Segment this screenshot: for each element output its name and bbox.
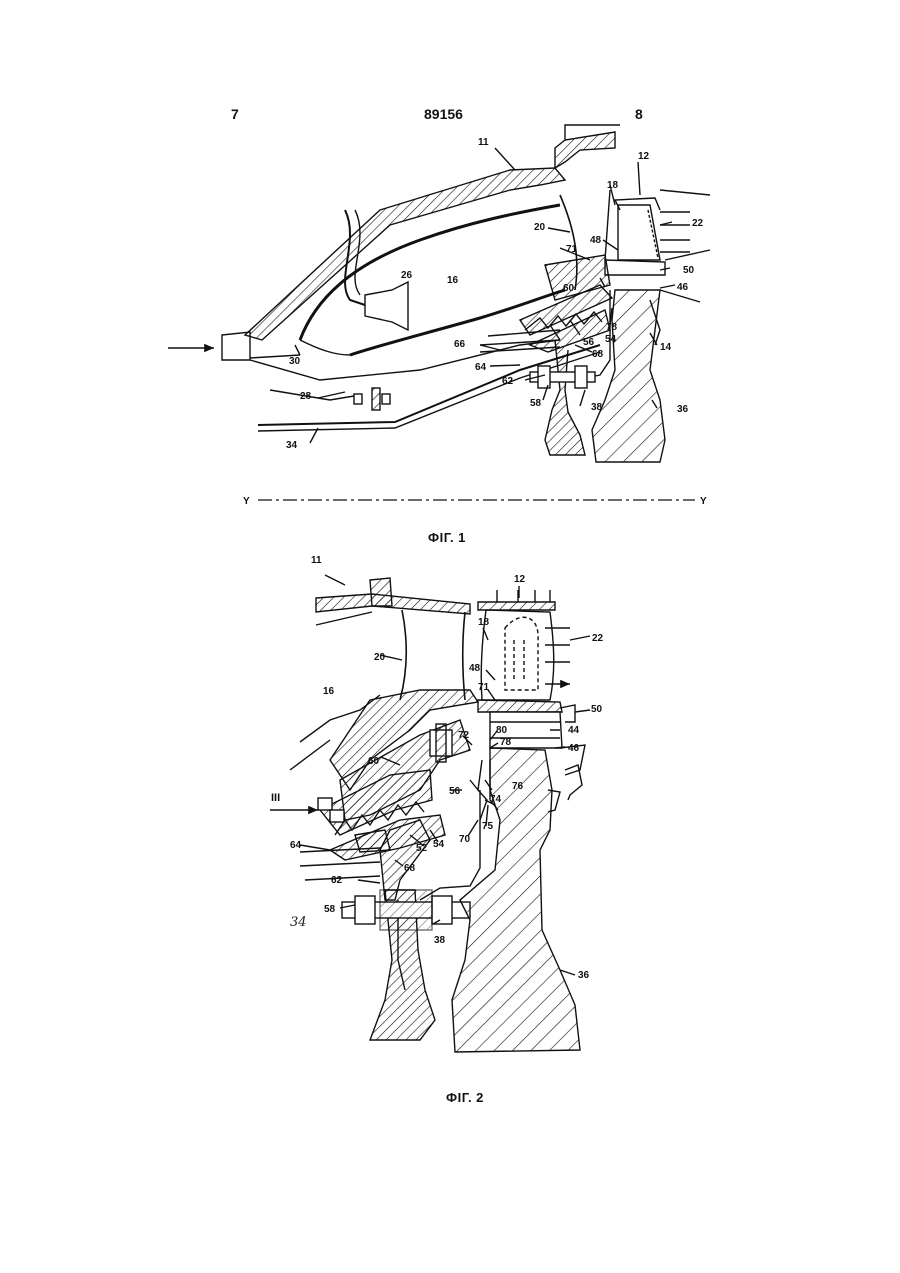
fig1-label: 16	[447, 275, 459, 286]
fig2-label: 36	[578, 970, 590, 981]
fig2-label: 11	[311, 555, 322, 566]
fig1-label: 28	[300, 391, 312, 402]
fig1-label: 26	[401, 270, 413, 281]
fig2-label: 16	[323, 686, 335, 697]
view-arrow-label: III	[271, 792, 280, 804]
fig2-label: 20	[374, 652, 386, 663]
fig1-label: 20	[534, 222, 546, 233]
fig2-label: 56	[449, 786, 461, 797]
fig1-label: 78	[606, 322, 618, 333]
fig1-label: 12	[638, 151, 650, 162]
figure-2-drawing	[270, 575, 590, 1052]
fig2-label: 48	[469, 663, 481, 674]
figure-2-caption: ФІГ. 2	[446, 1090, 484, 1105]
fig2-label: 64	[290, 840, 302, 851]
fig1-label: 48	[590, 235, 602, 246]
fig2-label: 54	[433, 839, 445, 850]
fig2-label: 72	[458, 730, 470, 741]
fig1-label: 36	[677, 404, 689, 415]
fig1-label: 30	[289, 356, 301, 367]
axis-label-right: Y	[700, 496, 707, 507]
fig1-label: 58	[530, 398, 542, 409]
fig2-label: 50	[591, 704, 603, 715]
fig2-label: 44	[568, 725, 580, 736]
fig1-label: 71	[566, 244, 578, 255]
fig1-label: 56	[583, 337, 595, 348]
fig1-label: 64	[475, 362, 487, 373]
fig1-label: 68	[592, 349, 604, 360]
fig1-label: 60	[563, 283, 575, 294]
handwritten-label: 34	[290, 915, 307, 930]
fig2-label: 18	[478, 617, 490, 628]
fig2-label: 74	[490, 794, 502, 805]
fig2-label: 70	[459, 834, 471, 845]
fig2-label: 80	[496, 725, 508, 736]
fig1-label: 46	[677, 282, 689, 293]
figure-1-drawing	[168, 125, 710, 500]
fig2-label: 52	[416, 843, 428, 854]
fig1-label: 18	[607, 180, 619, 191]
fig1-label: 66	[454, 339, 466, 350]
axis-label-left: Y	[243, 496, 250, 507]
fig2-label: 12	[514, 574, 526, 585]
fig1-label: 34	[286, 440, 298, 451]
fig1-label: 54	[605, 334, 617, 345]
fig1-label: 11	[478, 137, 489, 148]
fig1-label: 14	[660, 342, 672, 353]
fig2-label: 58	[324, 904, 336, 915]
fig2-label: 22	[592, 633, 604, 644]
fig1-label: 38	[591, 402, 603, 413]
fig2-label: 46	[568, 743, 580, 754]
fig2-label: 76	[512, 781, 524, 792]
fig2-label: 62	[331, 875, 343, 886]
fig1-label: 62	[502, 376, 514, 387]
figure-1-caption: ФІГ. 1	[428, 530, 466, 545]
fig2-label: 38	[434, 935, 446, 946]
fig2-label: 68	[404, 863, 416, 874]
fig2-label: 60	[368, 756, 380, 767]
fig1-label: 22	[692, 218, 704, 229]
fig2-label: 78	[500, 737, 512, 748]
fig2-label: 71	[478, 682, 490, 693]
fig1-label: 50	[683, 265, 695, 276]
fig2-label: 75	[482, 821, 494, 832]
